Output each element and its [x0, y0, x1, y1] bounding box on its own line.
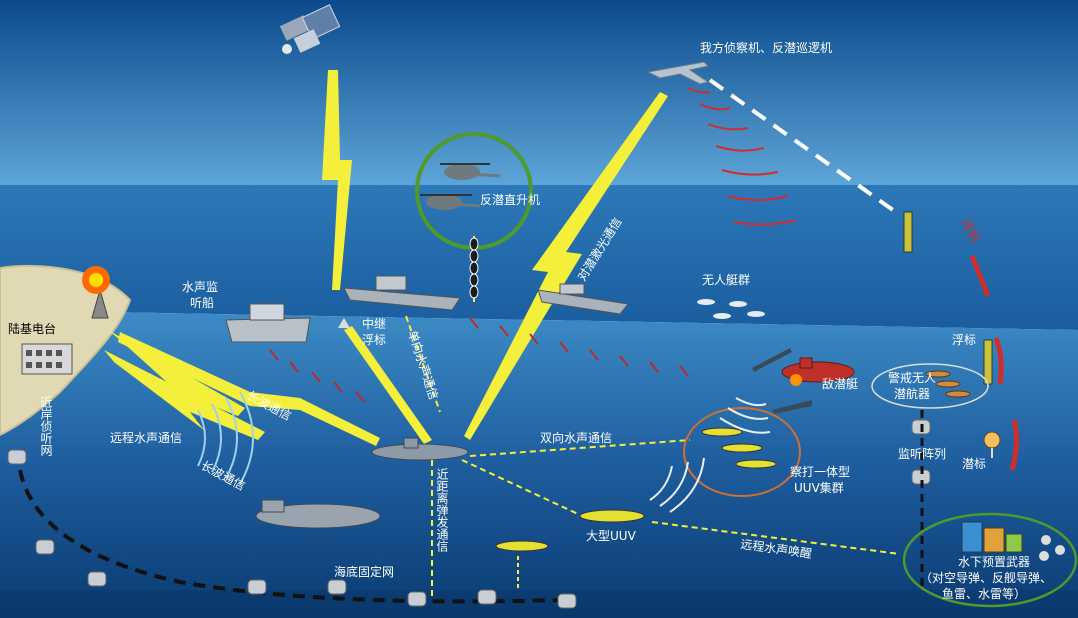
sea-surface: [0, 185, 1078, 330]
recon-aircraft-label: 我方侦察机、反潜巡逻机: [700, 40, 832, 55]
enemy-sub-label: 敌潜艇: [822, 376, 858, 391]
guard-uuv-label-1: 警戒无人: [888, 370, 936, 385]
frigate-left-icon: [343, 275, 461, 311]
guard-uuv-label-2: 潜航器: [894, 386, 930, 401]
relay-buoy-beam: [344, 326, 432, 444]
prepositioned-label-3: 鱼雷、水雷等）: [942, 587, 1026, 601]
aircraft-signal-waves: [687, 87, 797, 226]
sonar-ship-label-1: 水声监: [182, 280, 218, 294]
prepositioned-label-2: （对空导弹、反舰导弹、: [920, 571, 1052, 585]
two-way-acoustic-label: 双向水声通信: [540, 430, 612, 445]
drone-swarm-label: 无人艇群: [702, 273, 750, 287]
aircraft-buoy-link: [708, 78, 902, 217]
acoustic-wave-arcs-left: [197, 391, 254, 485]
submersible-marker-label: 潜标: [962, 457, 986, 471]
seabed-sensor-drums: [7, 419, 931, 609]
dipping-sonar-chain: [469, 236, 479, 302]
prepositioned-weapons-ring: [902, 512, 1078, 608]
small-uuv-icon: [495, 540, 549, 552]
guard-uuv-icons: [925, 370, 971, 398]
asw-helicopter-label: 反潜直升机: [480, 193, 540, 207]
own-submarine-icon: [371, 437, 469, 461]
recon-aircraft-icon: [646, 61, 710, 85]
satellite-icon: [279, 4, 341, 54]
uuv-cluster-ring: [683, 407, 801, 497]
reflected-waves: [969, 255, 1020, 471]
uuv-cluster-icon: [701, 427, 777, 469]
guard-uuv-ring: [871, 363, 989, 409]
two-way-acoustic-link: [469, 439, 691, 457]
seabed: [0, 590, 1078, 618]
large-uuv-icon: [579, 509, 645, 523]
submersible-marker-icon: [983, 431, 1001, 458]
lightning-bolts: [104, 70, 668, 446]
remote-wakeup-link: [651, 521, 901, 555]
uuv-cluster-label-1: 察打一体型: [790, 465, 850, 479]
uuv-cluster-label-2: UUV集群: [794, 480, 844, 495]
nearshore-net-label: 近岸侦听网: [39, 396, 53, 456]
sonar-ship-icon: [225, 303, 311, 343]
one-way-acoustic-link: [405, 315, 441, 413]
underwater: [0, 310, 1078, 618]
helicopter-icon: [420, 163, 501, 210]
long-range-acoustic-label: 远程水声通信: [110, 430, 182, 445]
enemy-submarine-icon: [781, 357, 855, 386]
sonar-ping-streaks: [269, 317, 689, 403]
prepositioned-label-1: 水下预置武器: [958, 555, 1030, 569]
short-range-label: 近距离弹发通信: [435, 468, 449, 553]
nearshore-net-label-group: 近岸侦听网: [39, 396, 53, 456]
monitor-array-label: 监听阵列: [898, 447, 946, 461]
relay-buoy-icon: [338, 318, 350, 328]
acoustic-wave-arcs-uuv: [649, 397, 771, 513]
sub-to-large-uuv-link: [461, 459, 579, 515]
drone-swarm-icon: [697, 299, 765, 319]
relay-buoy-label-1: 中继: [362, 316, 386, 331]
frigate-right-icon: [537, 283, 629, 315]
shore-station-label: 陆基电台: [8, 321, 56, 336]
prepositioned-weapons-icon: [961, 521, 1065, 561]
float-buoy-icon: [983, 339, 993, 385]
seabed-net-cable: [18, 469, 561, 604]
shore-station-icon: [21, 343, 73, 375]
torpedo-icons: [752, 348, 812, 414]
sky: [0, 0, 1078, 190]
sonobuoy-icon: [903, 211, 913, 253]
diesel-submarine-icon: [255, 499, 381, 529]
relay-buoy-label-2: 浮标: [362, 333, 386, 347]
large-uuv-label: 大型UUV: [586, 529, 637, 543]
seabed-net-label: 海底固定网: [334, 564, 394, 579]
buoy-label: 浮标: [952, 333, 976, 347]
radio-tower-icon: [82, 266, 110, 319]
sonar-ship-label-2: 听船: [190, 296, 214, 310]
